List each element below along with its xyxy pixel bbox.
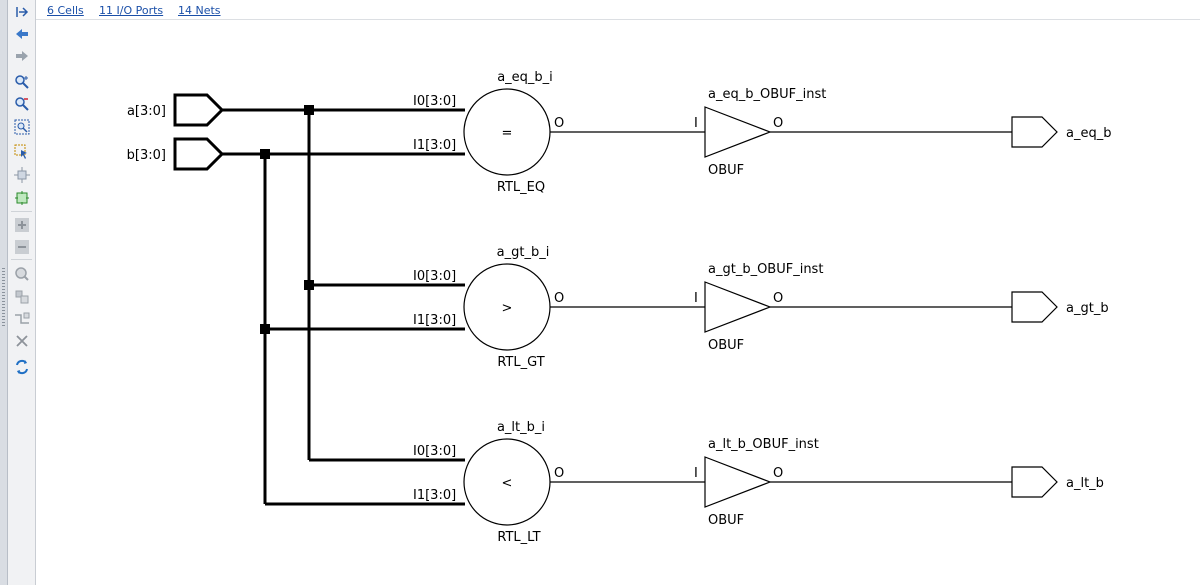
input-port-label: a[3:0] (127, 104, 166, 119)
output-port-label: a_lt_b (1066, 476, 1104, 491)
input-port-b[interactable]: b[3:0] (127, 137, 225, 171)
comparator-operator: > (502, 301, 513, 316)
comparator-cell-eq[interactable]: = a_eq_b_i RTL_EQ I0[3:0] I1[3:0] O (413, 70, 564, 195)
pin-label-o: O (554, 291, 564, 306)
output-nets[interactable] (550, 131, 1012, 483)
pin-label-i0: I0[3:0] (413, 444, 456, 459)
comparator-instance-name: a_gt_b_i (497, 245, 550, 260)
schematic-toolbar (8, 0, 36, 585)
zoom-out-icon[interactable] (12, 94, 32, 114)
output-port-label: a_gt_b (1066, 301, 1109, 316)
obuf-cell-type: OBUF (708, 163, 744, 178)
pin-label-i0: I0[3:0] (413, 94, 456, 109)
comparator-cell-type: RTL_LT (497, 530, 540, 545)
route-net-icon (12, 309, 32, 329)
obuf-instance-name: a_gt_b_OBUF_inst (708, 262, 823, 277)
bus-net-a[interactable] (222, 108, 465, 462)
obuf-cell-lt[interactable]: a_lt_b_OBUF_inst OBUF I O (694, 437, 819, 528)
pin-label-i: I (694, 116, 698, 131)
pin-label-o: O (773, 466, 783, 481)
output-port-a-lt-b[interactable]: a_lt_b (1011, 466, 1104, 498)
net-junctions (260, 105, 314, 334)
input-port-a[interactable]: a[3:0] (127, 93, 225, 127)
cells-link[interactable]: 6 Cells (47, 4, 84, 17)
junction-dot (260, 149, 270, 159)
pin-label-i1: I1[3:0] (413, 488, 456, 503)
obuf-cell-type: OBUF (708, 338, 744, 353)
io-ports-link[interactable]: 11 I/O Ports (99, 4, 164, 17)
nets-link[interactable]: 14 Nets (178, 4, 221, 17)
output-port-a-gt-b[interactable]: a_gt_b (1011, 291, 1109, 323)
collapse-icon (12, 237, 32, 257)
pin-label-o: O (773, 116, 783, 131)
refresh-icon[interactable] (12, 357, 32, 377)
pin-label-i1: I1[3:0] (413, 138, 456, 153)
collapse-panel-icon[interactable] (12, 2, 32, 22)
pin-label-i: I (694, 291, 698, 306)
obuf-cell-eq[interactable]: a_eq_b_OBUF_inst OBUF I O (694, 87, 826, 178)
regenerate-icon[interactable] (12, 188, 32, 208)
zoom-fit-icon[interactable] (12, 117, 32, 137)
remove-icon (12, 331, 32, 351)
forward-icon[interactable] (12, 46, 32, 66)
comparator-cell-lt[interactable]: < a_lt_b_i RTL_LT I0[3:0] I1[3:0] O (413, 420, 564, 545)
pin-label-i1: I1[3:0] (413, 313, 456, 328)
pin-label-o: O (554, 116, 564, 131)
comparator-instance-name: a_eq_b_i (497, 70, 553, 85)
splitter-grip[interactable] (2, 268, 5, 328)
left-edge-splitter[interactable] (0, 0, 8, 585)
pin-label-i: I (694, 466, 698, 481)
output-port-a-eq-b[interactable]: a_eq_b (1011, 116, 1111, 148)
obuf-cell-gt[interactable]: a_gt_b_OBUF_inst OBUF I O (694, 262, 823, 353)
schematic-statistics-bar: 6 Cells 11 I/O Ports 14 Nets (36, 0, 1200, 20)
comparator-cell-type: RTL_GT (497, 355, 544, 370)
auto-fit-selection-icon[interactable] (12, 165, 32, 185)
comparator-instance-name: a_lt_b_i (497, 420, 545, 435)
output-port-label: a_eq_b (1066, 126, 1111, 141)
pin-label-i0: I0[3:0] (413, 269, 456, 284)
comparator-cell-gt[interactable]: > a_gt_b_i RTL_GT I0[3:0] I1[3:0] O (413, 245, 564, 370)
input-port-label: b[3:0] (127, 148, 166, 163)
obuf-instance-name: a_lt_b_OBUF_inst (708, 437, 819, 452)
pin-label-o: O (773, 291, 783, 306)
obuf-cell-type: OBUF (708, 513, 744, 528)
expand-icon (12, 215, 32, 235)
comparator-operator: < (502, 476, 513, 491)
comparator-cell-type: RTL_EQ (497, 180, 545, 195)
junction-dot (304, 105, 314, 115)
search-disabled-icon (12, 264, 32, 284)
expand-cell-icon (12, 287, 32, 307)
pin-label-o: O (554, 466, 564, 481)
back-icon[interactable] (12, 24, 32, 44)
obuf-instance-name: a_eq_b_OBUF_inst (708, 87, 826, 102)
comparator-operator: = (502, 126, 513, 141)
junction-dot (304, 280, 314, 290)
junction-dot (260, 324, 270, 334)
select-area-icon[interactable] (12, 142, 32, 162)
zoom-in-icon[interactable] (12, 72, 32, 92)
